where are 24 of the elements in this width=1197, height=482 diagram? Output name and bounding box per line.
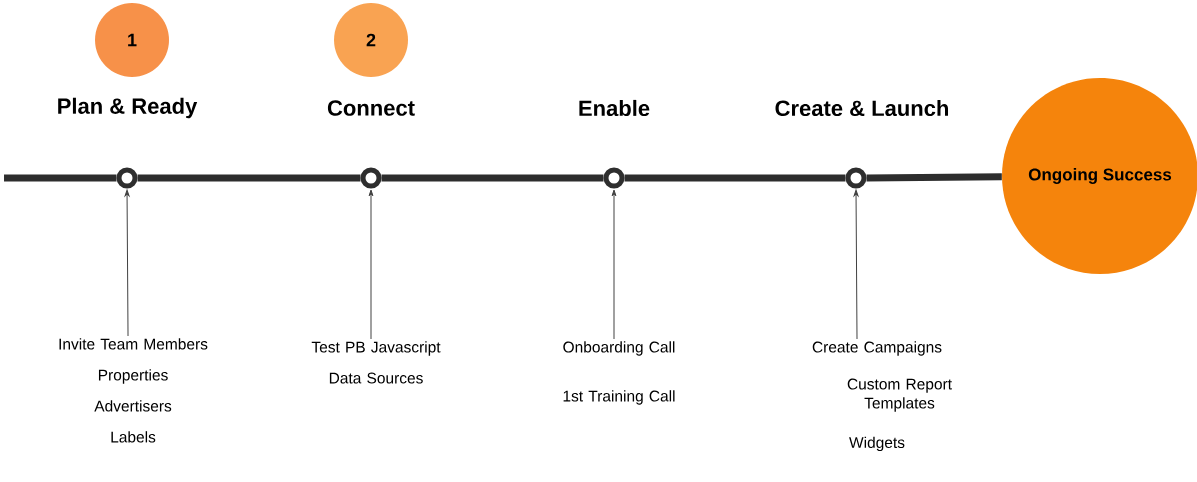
milestone-circle <box>845 167 867 189</box>
phase-heading: Connect <box>327 100 415 116</box>
task-text: Create Campaigns <box>812 341 942 356</box>
task-text: Labels <box>111 431 156 443</box>
task-text: Widgets <box>849 436 905 452</box>
task-text: Test PB Javascript <box>311 341 441 356</box>
phase-heading: Enable <box>579 99 650 117</box>
task-text: Advertisers <box>94 400 172 412</box>
task-text: Custom Report Templates <box>847 378 952 412</box>
task-text: Data Sources <box>329 372 423 384</box>
task-text: 1st Training Call <box>563 390 675 405</box>
task-text: Properties <box>98 369 168 384</box>
task-text: Onboarding Call <box>563 341 675 356</box>
arrow <box>611 189 617 340</box>
arrow <box>124 189 130 337</box>
arrow <box>853 189 859 340</box>
milestone-circle <box>360 167 382 189</box>
milestone-circle <box>116 167 138 189</box>
task-text: Invite Team Members <box>59 338 208 350</box>
phase-heading: Create & Launch <box>775 99 948 117</box>
timeline-segment <box>624 174 846 182</box>
arrow <box>368 189 374 340</box>
phase-heading: Plan & Ready <box>58 97 198 119</box>
milestone-circle <box>603 167 625 189</box>
